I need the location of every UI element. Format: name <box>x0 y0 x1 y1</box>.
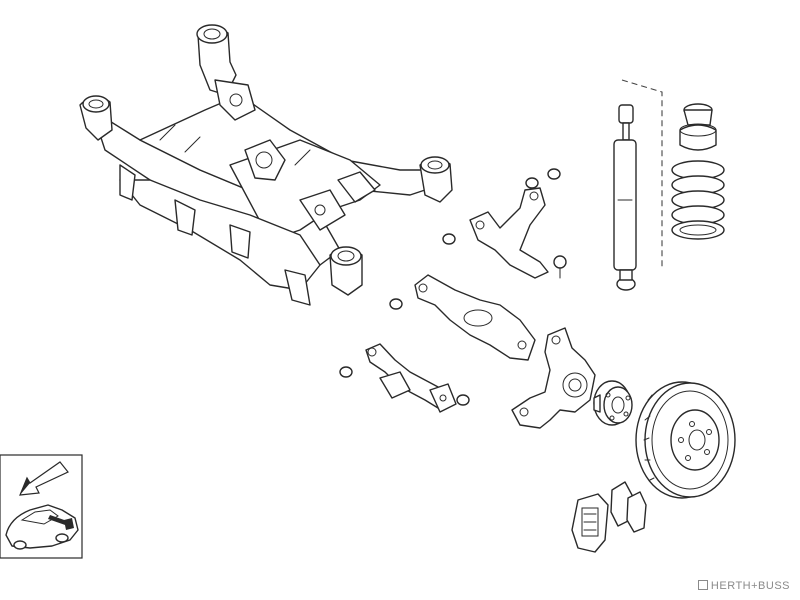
brand-logo: HERTH+BUSS <box>697 580 790 592</box>
brake-disc-icon <box>635 381 736 499</box>
upper-control-arm-icon <box>469 187 567 279</box>
car-location-inset-icon <box>0 454 83 559</box>
brake-pads-icon <box>610 481 647 533</box>
bump-stop-icon <box>679 103 717 151</box>
bushing-icon <box>339 168 561 406</box>
toe-link-icon <box>365 343 457 413</box>
lower-control-arm-icon <box>414 274 536 361</box>
brake-caliper-icon <box>571 493 609 553</box>
steering-knuckle-icon <box>511 327 596 429</box>
logo-mark-icon <box>697 580 708 590</box>
subframe-icon <box>79 24 453 306</box>
wheel-hub-icon <box>593 380 633 426</box>
shock-absorber-icon <box>613 79 663 291</box>
coil-spring-icon <box>671 160 725 240</box>
brand-logo-text: HERTH+BUSS <box>710 580 790 592</box>
